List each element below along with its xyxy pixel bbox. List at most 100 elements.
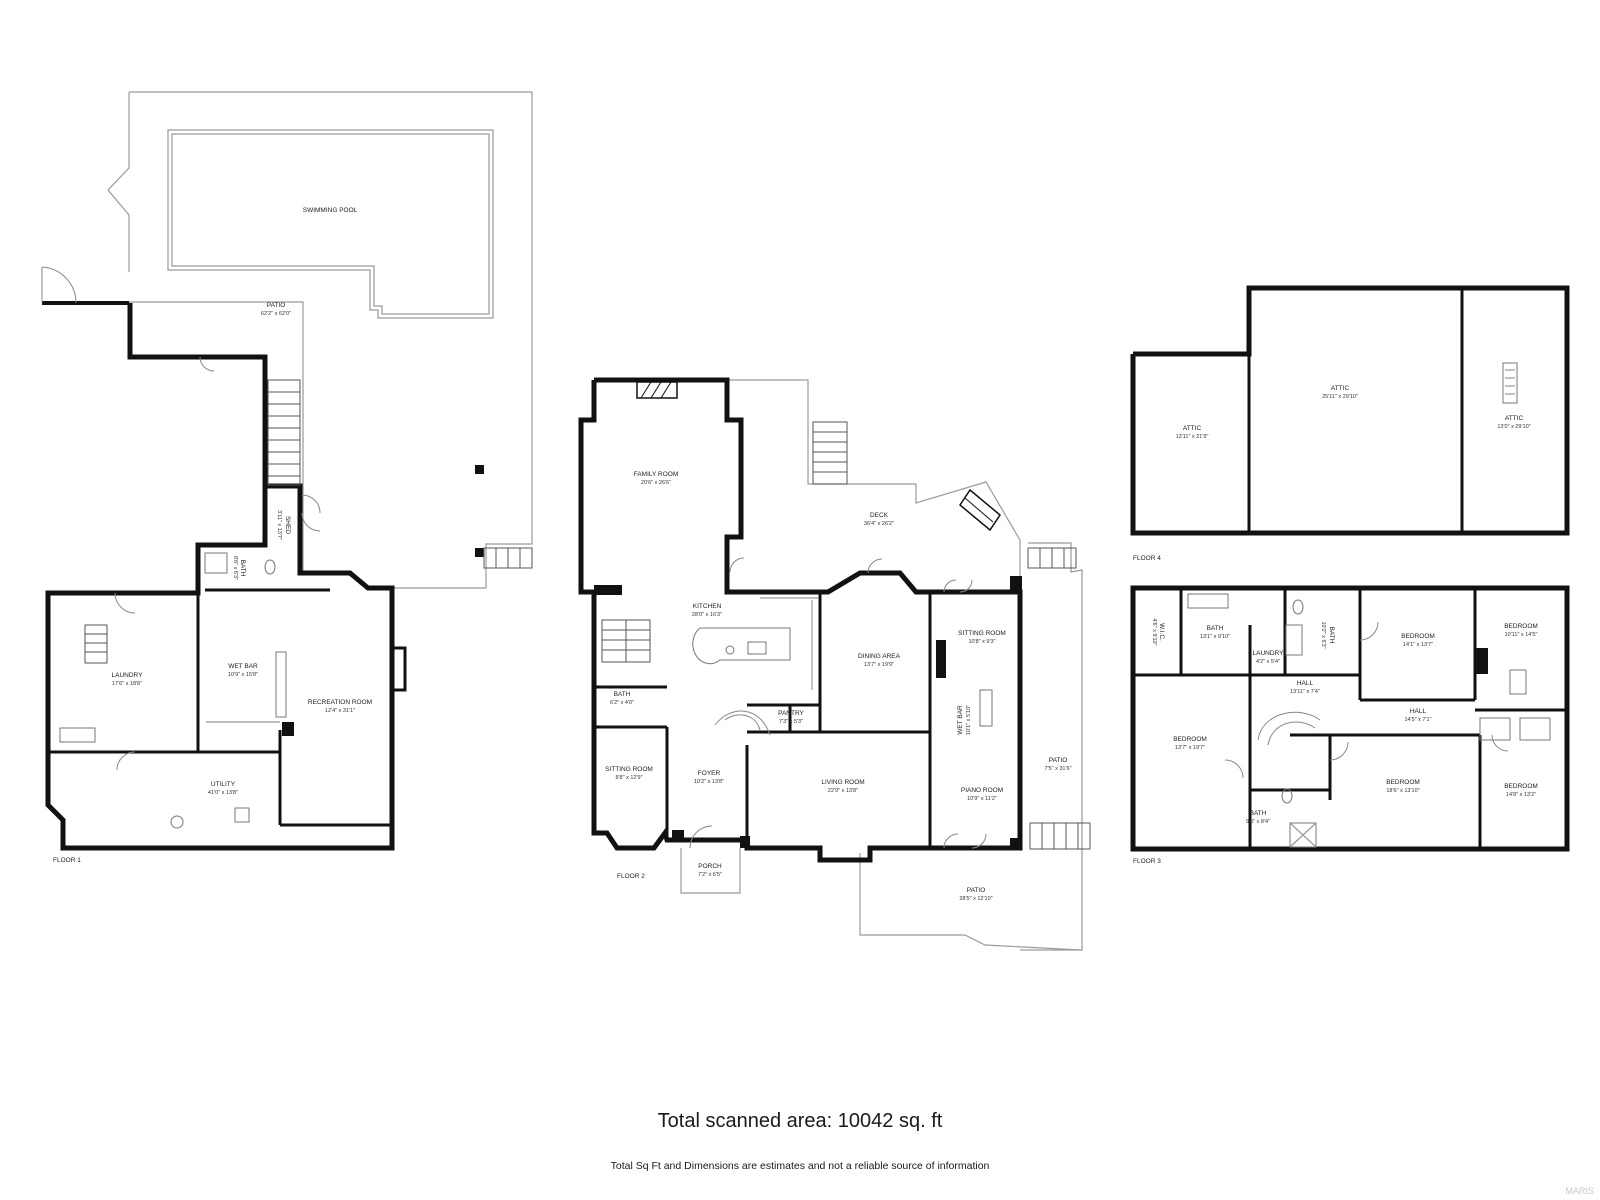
- room-dims-wic: 4'6" x 9'10": [1151, 618, 1157, 645]
- room-name-deck: DECK: [870, 512, 889, 519]
- wall-block: [1010, 576, 1022, 594]
- floor-3-plan: W.I.C. 4'6" x 9'10" BATH 13'1" x 9'10" L…: [1130, 585, 1570, 865]
- bar-counter-island: [275, 651, 287, 718]
- room-dims-patio-front: 28'5" x 12'10": [959, 896, 992, 902]
- door-swing: [943, 579, 957, 593]
- deck-grill-icon: [959, 488, 1001, 532]
- attic-hatch-icon: [1502, 362, 1518, 404]
- room-name-foyer: FOYER: [698, 770, 721, 777]
- fireplace: [936, 640, 946, 678]
- door-swing: [959, 579, 973, 593]
- room-name-wic: W.I.C.: [1158, 623, 1165, 641]
- side-patio-steps: [1027, 547, 1077, 569]
- wall-block: [1010, 838, 1022, 850]
- door-swing: [116, 751, 136, 771]
- room-name-attic-3: ATTIC: [1505, 415, 1524, 422]
- toilet-icon: [264, 559, 276, 575]
- room-dims-bedroom-2: 10'11" x 14'5": [1505, 632, 1538, 638]
- toilet-icon: [1292, 599, 1304, 615]
- room-name-pool: SWIMMING POOL: [303, 207, 358, 214]
- door-swing: [301, 494, 321, 514]
- floor-label-1: FLOOR 1: [53, 857, 81, 864]
- room-name-bath-3a: BATH: [1207, 625, 1224, 632]
- shower-icon: [1289, 822, 1317, 848]
- room-dims-shed: 3'11" x 13'7": [276, 510, 282, 540]
- total-area-caption: Total scanned area: 10042 sq. ft: [657, 1110, 943, 1132]
- floor-4-exterior-walls: [1130, 285, 1570, 536]
- room-name-bath-3b: BATH: [1328, 627, 1335, 644]
- room-name-wetbar-2: WET BAR: [957, 705, 964, 735]
- room-name-family: FAMILY ROOM: [634, 471, 679, 478]
- room-name-bedroom-3: BEDROOM: [1173, 736, 1207, 743]
- room-dims-pantry: 7'3" x 5'3": [779, 719, 803, 725]
- room-dims-bath-3a: 13'1" x 9'10": [1200, 634, 1230, 640]
- door-swing: [114, 592, 136, 614]
- toilet-icon: [1281, 788, 1293, 804]
- room-name-kitchen: KITCHEN: [693, 603, 722, 610]
- door-swing: [199, 356, 215, 372]
- room-name-bedroom-4: BEDROOM: [1386, 779, 1420, 786]
- room-dims-foyer: 10'2" x 13'8": [694, 779, 724, 785]
- room-name-laundry-3: LAUNDRY: [1253, 650, 1285, 657]
- room-dims-bath-2: 6'2" x 4'0": [610, 700, 634, 706]
- room-name-sitting-upper: SITTING ROOM: [958, 630, 1006, 637]
- spiral-stair: [714, 710, 771, 736]
- room-dims-attic-3: 13'0" x 29'10": [1497, 424, 1530, 430]
- room-dims-family: 20'6" x 26'6": [641, 480, 671, 486]
- room-name-attic-2: ATTIC: [1331, 385, 1350, 392]
- door-swing: [301, 512, 321, 532]
- room-dims-bedroom-3: 13'7" x 19'7": [1175, 745, 1205, 751]
- room-name-patio-front: PATIO: [967, 887, 986, 894]
- room-dims-bedroom-1: 14'1" x 13'7": [1403, 642, 1433, 648]
- room-name-bedroom-2: BEDROOM: [1504, 623, 1538, 630]
- room-dims-laundry: 17'6" x 18'8": [112, 681, 142, 687]
- floor-2-plan: FAMILY ROOM 20'6" x 26'6" DECK 36'4" x 2…: [578, 377, 1091, 951]
- room-dims-utility: 41'0" x 13'8": [208, 790, 238, 796]
- door-swing: [1224, 759, 1244, 779]
- room-dims-sitting-lower: 8'8" x 12'9": [615, 775, 642, 781]
- room-name-bath-3c: BATH: [1250, 810, 1267, 817]
- room-dims-bath-3c: 9'6" x 8'4": [1246, 819, 1270, 825]
- room-name-sitting-lower: SITTING ROOM: [605, 766, 653, 773]
- deck-stairs: [812, 421, 848, 485]
- room-name-patio-side: PATIO: [1049, 757, 1068, 764]
- room-dims-patio-side: 7'5" x 31'6": [1044, 766, 1071, 772]
- room-dims-porch: 7'2" x 6'5": [698, 872, 722, 878]
- wall-block: [594, 585, 622, 595]
- room-name-dining: DINING AREA: [858, 653, 901, 660]
- sink-icon: [725, 645, 735, 655]
- floor-1-plan: SWIMMING POOL PATIO 62'2" x 62'0" SHED 3…: [41, 91, 533, 864]
- floor-2-exterior-walls: [578, 377, 1023, 863]
- room-name-pantry: PANTRY: [778, 710, 804, 717]
- room-name-attic-1: ATTIC: [1183, 425, 1202, 432]
- room-dims-attic-2: 25'11" x 29'10": [1322, 394, 1358, 400]
- vanity-icon: [1187, 593, 1229, 609]
- door-swing: [1359, 621, 1379, 641]
- patio-outline: [129, 91, 533, 589]
- patio-steps: [483, 547, 533, 569]
- room-dims-hall-2: 14'5" x 7'1": [1404, 717, 1431, 723]
- family-fireplace-icon: [636, 381, 678, 399]
- floor-1-exterior-walls: [45, 303, 395, 851]
- room-name-bath: BATH: [239, 560, 246, 577]
- floor-drain-icon: [170, 815, 184, 829]
- room-dims-kitchen: 28'0" x 16'3": [692, 612, 722, 618]
- room-name-utility: UTILITY: [211, 781, 236, 788]
- room-dims-attic-1: 13'11" x 21'9": [1176, 434, 1209, 440]
- bar-counter: [979, 689, 993, 727]
- column: [282, 722, 294, 736]
- room-name-bedroom-1: BEDROOM: [1401, 633, 1435, 640]
- side-patio-outline: [1020, 542, 1083, 951]
- floor-label-3: FLOOR 3: [1133, 858, 1161, 865]
- door-swing: [1491, 734, 1509, 752]
- cooktop-icon: [747, 641, 767, 655]
- room-name-living: LIVING ROOM: [821, 779, 864, 786]
- stair-flight: [267, 379, 301, 486]
- bathtub-icon: [1285, 624, 1303, 656]
- room-name-wetbar: WET BAR: [228, 663, 258, 670]
- room-dims-patio: 62'2" x 62'0": [261, 311, 291, 317]
- room-dims-bedroom-4: 18'6" x 13'10": [1386, 788, 1419, 794]
- door-swing: [729, 557, 745, 573]
- floor-label-4: FLOOR 4: [1133, 555, 1161, 562]
